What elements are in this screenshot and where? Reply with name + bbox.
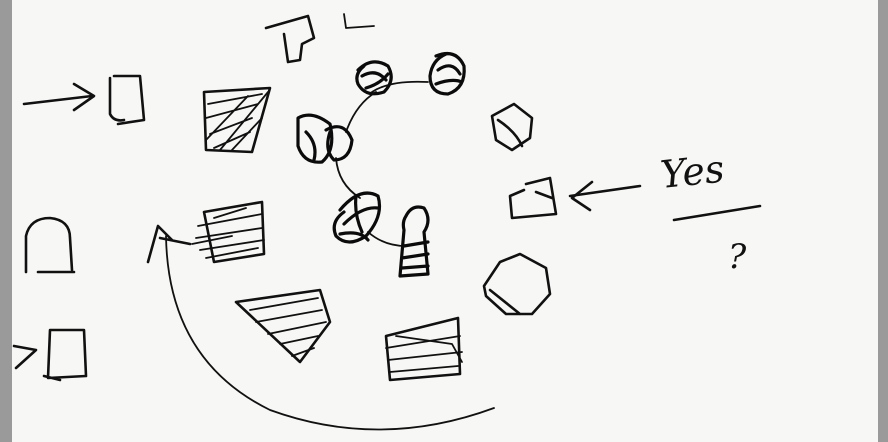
fraction-line	[674, 206, 760, 220]
arch-shape-left	[26, 218, 74, 272]
squiggle-top	[344, 14, 374, 28]
open-square-right	[510, 178, 556, 218]
shaded-square-2	[192, 202, 264, 262]
shaded-square-4	[386, 318, 462, 380]
polygon-node-7	[484, 254, 550, 314]
circle-arc-path	[336, 82, 428, 246]
outline-node-4	[492, 104, 532, 150]
arrow-right	[570, 182, 640, 210]
keyhole-node-6	[400, 207, 428, 276]
annotation-yes-text: Yes	[658, 147, 726, 197]
paper-sheet: Yes ?	[12, 0, 878, 442]
arrow-bottom-left	[14, 346, 36, 368]
shaded-square-3	[236, 290, 330, 362]
flag-shape-top	[266, 16, 314, 62]
arrow-top-left	[24, 84, 94, 110]
scribble-node-2	[430, 54, 464, 94]
sketch-canvas: Yes ?	[12, 0, 878, 442]
annotation-question-mark: ?	[728, 237, 747, 277]
scribble-node-1	[357, 62, 391, 94]
open-square-bottom-left	[44, 330, 86, 380]
open-square-top-left	[110, 76, 144, 124]
scribble-node-3	[298, 115, 352, 162]
handwritten-yes: Yes	[658, 147, 726, 197]
curved-arrow	[148, 226, 494, 430]
shaded-square-1	[204, 88, 270, 152]
